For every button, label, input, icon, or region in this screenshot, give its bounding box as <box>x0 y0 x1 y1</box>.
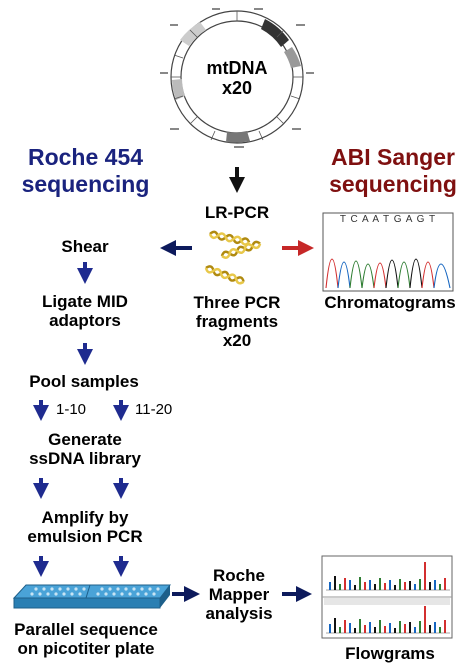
mtdna-label-line1: mtDNA <box>206 58 268 78</box>
ligate-label: Ligate MID adaptors <box>20 292 150 330</box>
flowgrams-label: Flowgrams <box>345 644 435 663</box>
parallel-line2: on picotiter plate <box>17 639 155 659</box>
shear-label: Shear <box>61 237 109 256</box>
range-1-10: 1-10 <box>56 401 87 418</box>
fragments-line2: fragments <box>195 312 279 332</box>
mtdna-label-line2: x20 <box>221 78 253 99</box>
ligate-line1: Ligate MID <box>42 292 128 311</box>
sanger-title-line1: ABI Sanger <box>331 144 455 170</box>
sanger-title-line2: sequencing <box>329 171 457 198</box>
parallel-label: Parallel sequence on picotiter plate <box>0 620 172 658</box>
flowgram-panel <box>321 555 453 639</box>
generate-line2: ssDNA library <box>29 449 141 469</box>
roche-title: Roche 454 sequencing <box>8 144 163 198</box>
generate-line1: Generate <box>48 430 122 449</box>
chromatograms-label: Chromatograms <box>324 293 456 312</box>
amplify-line1: Amplify by <box>41 508 129 527</box>
fragments-line3: x20 <box>222 331 252 351</box>
mapper-line3: analysis <box>205 604 273 624</box>
generate-label: Generate ssDNA library <box>10 430 160 468</box>
mapper-line1: Roche <box>213 566 265 585</box>
pool-label: Pool samples <box>29 372 139 391</box>
roche-title-line1: Roche 454 <box>27 144 144 170</box>
roche-title-line2: sequencing <box>21 171 150 198</box>
dna-fragments-icon <box>204 230 262 285</box>
chromatogram-bases: T C A A T G A G T <box>339 214 437 225</box>
chromatogram-panel <box>322 212 454 292</box>
range-11-20: 11-20 <box>135 401 173 418</box>
fragments-line1: Three PCR <box>193 293 281 312</box>
mtdna-label: mtDNA x20 <box>197 58 277 98</box>
mapper-line2: Mapper <box>208 585 270 605</box>
amplify-line2: emulsion PCR <box>27 527 143 547</box>
lrpcr-label: LR-PCR <box>204 203 270 222</box>
parallel-line1: Parallel sequence <box>14 620 158 639</box>
ligate-line2: adaptors <box>49 311 121 331</box>
mtdna-circle-map <box>160 8 314 148</box>
picotiter-plate-icon <box>12 584 172 609</box>
amplify-label: Amplify by emulsion PCR <box>10 508 160 546</box>
fragments-label: Three PCR fragments x20 <box>182 293 292 350</box>
sanger-title: ABI Sanger sequencing <box>318 144 468 198</box>
mapper-label: Roche Mapper analysis <box>195 566 283 623</box>
